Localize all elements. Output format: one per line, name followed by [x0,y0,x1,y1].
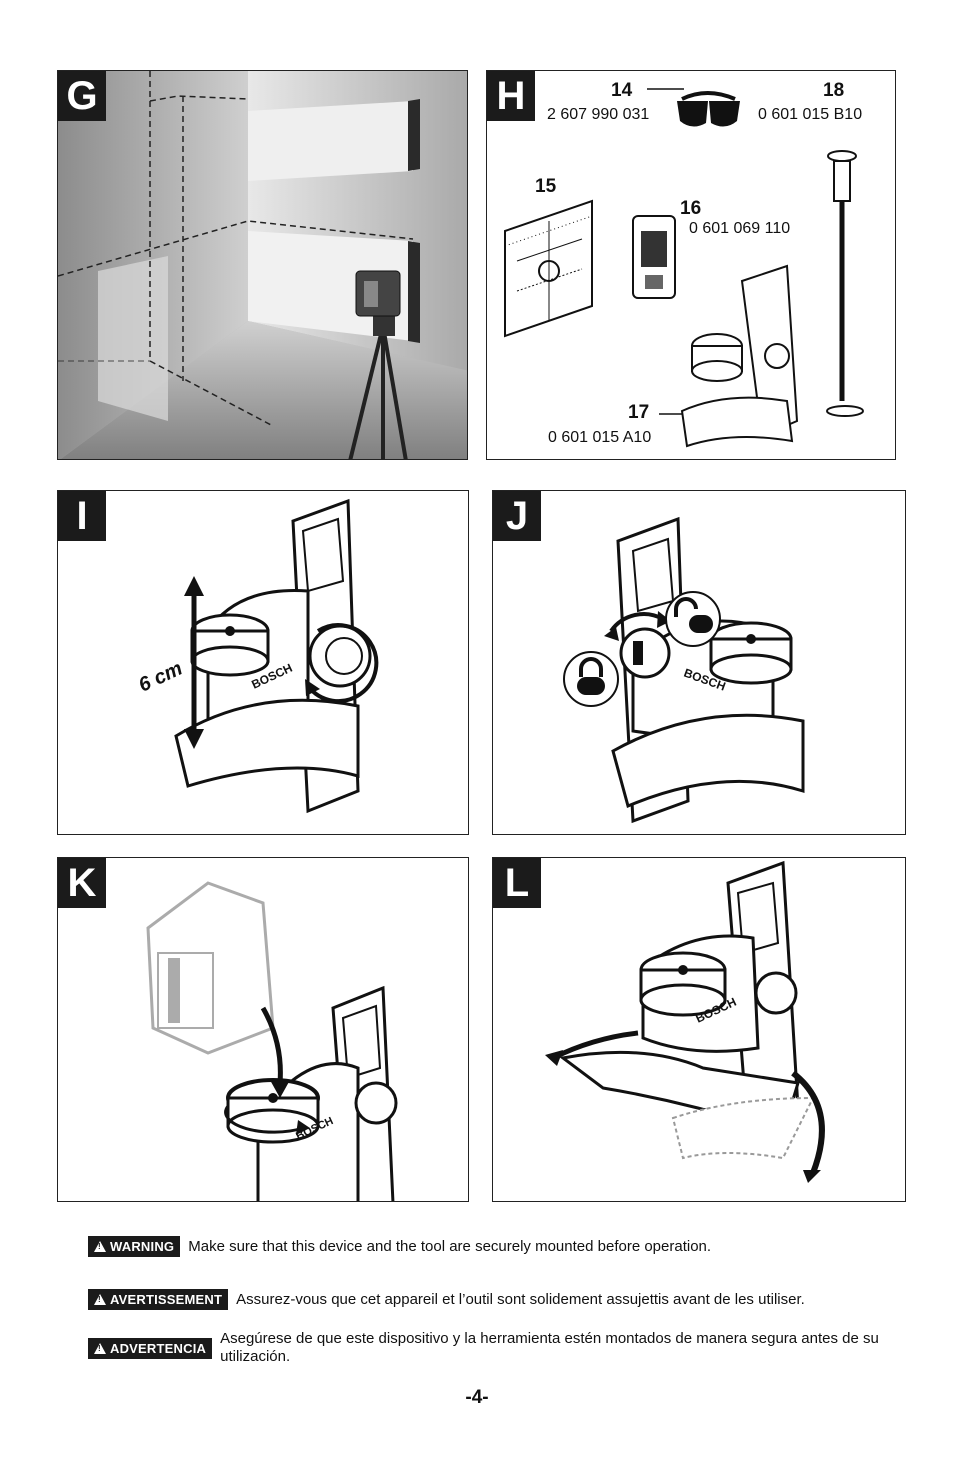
item-code-16: 0 601 069 110 [689,220,791,237]
room-illustration [58,71,467,459]
item-number-17: 17 [628,402,650,423]
lock-closed-icon [563,651,619,707]
figure-letter-j: J [493,491,541,541]
fold-base-illustration: BOSCH [545,860,825,1183]
item-code-14: 2 607 990 031 [547,106,650,123]
item-code-17: 0 601 015 A10 [548,429,652,446]
attach-laser-illustration: BOSCH [146,881,398,1201]
advertencia-badge-label: ADVERTENCIA [110,1340,207,1356]
item-number-18: 18 [823,80,845,101]
item-number-16: 16 [680,198,702,219]
figure-letter-g: G [58,71,106,121]
warning-english: WARNING Make sure that this device and t… [88,1236,711,1257]
target-plate-icon [504,199,593,338]
figure-g-room-laser: G [57,70,468,460]
item-code-18: 0 601 015 B10 [758,106,863,123]
figure-l-fold-base: L BOSCH [492,857,906,1202]
warning-french: AVERTISSEMENT Assurez-vous que cet appar… [88,1289,805,1310]
lock-open-icon [665,591,721,647]
accessories-illustration [504,88,864,448]
telescopic-pole-icon [826,150,864,417]
mount-height-illustration: BOSCH [174,498,379,814]
advertencia-badge: ADVERTENCIA [88,1337,213,1359]
advertencia-text: Asegúrese de que este dispositivo y la h… [220,1330,879,1365]
avertissement-badge-label: AVERTISSEMENT [110,1292,223,1307]
page-number: -4- [465,1387,489,1408]
avertissement-badge: AVERTISSEMENT [88,1289,229,1310]
warning-badge-label: WARNING [110,1239,175,1254]
figure-h-accessories: H [486,70,896,460]
avertissement-text: Assurez-vous que cet appareil et l’outil… [236,1290,805,1308]
figure-letter-h: H [487,71,535,121]
figure-i-height-adjust: I BOSCH 6 cm [57,490,469,835]
universal-mount-icon [659,264,799,448]
item-number-14: 14 [611,80,633,101]
warning-triangle-icon [94,1342,106,1354]
warning-triangle-icon [94,1241,106,1252]
laser-detector-icon [632,215,676,299]
mount-lock-illustration: BOSCH [563,516,805,824]
figure-letter-l: L [493,858,541,908]
warning-spanish: ADVERTENCIA Asegúrese de que este dispos… [88,1330,888,1366]
figure-j-lock-knob: J BOSCH [492,490,906,835]
laser-glasses-icon [647,88,740,127]
item-number-15: 15 [535,176,557,197]
warning-text: Make sure that this device and the tool … [188,1237,712,1255]
figure-letter-i: I [58,491,106,541]
figure-k-attach-laser: K BOSCH [57,857,469,1202]
warning-triangle-icon [94,1294,106,1305]
warning-badge: WARNING [88,1236,181,1257]
figure-letter-k: K [58,858,106,908]
